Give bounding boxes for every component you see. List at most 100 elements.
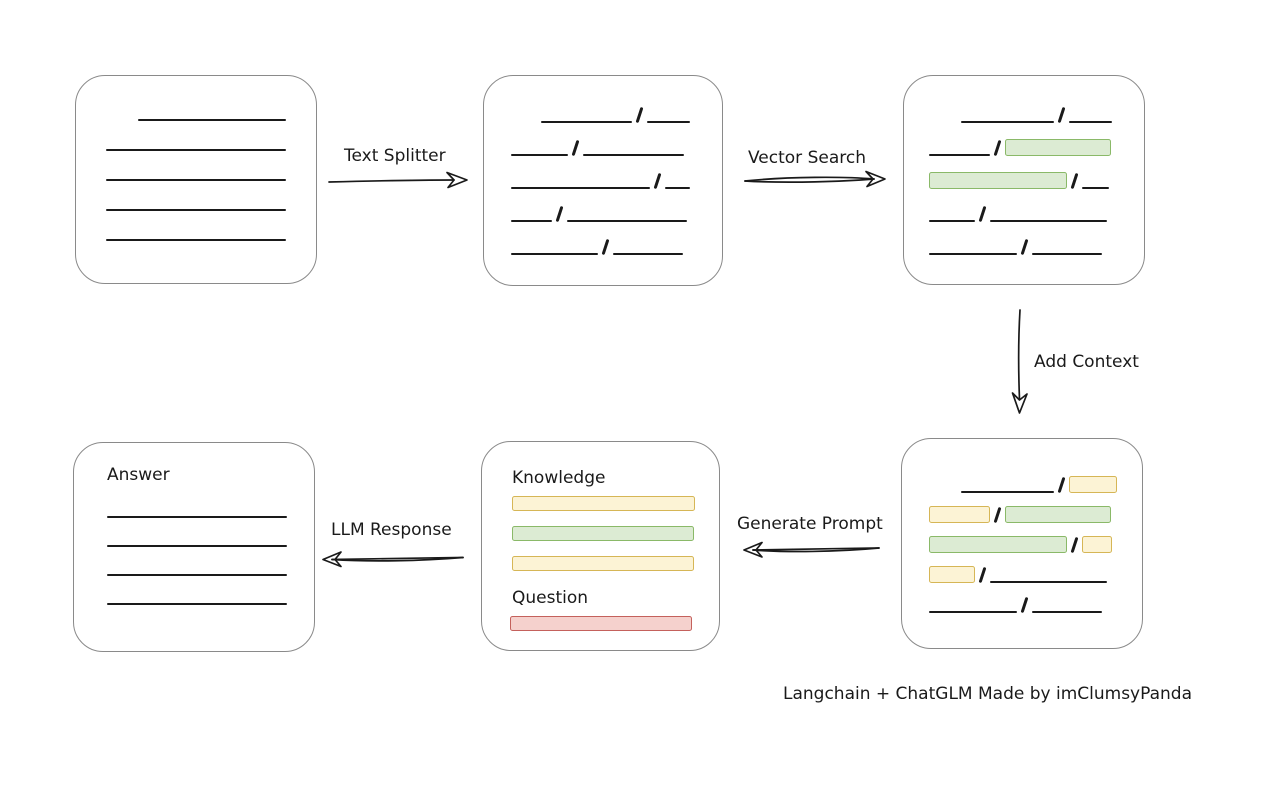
text-line: [138, 119, 286, 121]
text-line: [961, 491, 1054, 493]
text-line: [990, 581, 1107, 583]
yellow-highlight-chip: [929, 566, 975, 583]
text-line: [1032, 253, 1102, 255]
prompt-node: Knowledge Question: [481, 441, 720, 651]
segment-row: [107, 556, 287, 576]
text-line: [647, 121, 690, 123]
text-line: [1082, 187, 1109, 189]
segment-row: [106, 131, 286, 151]
llm-response-arrow: [322, 551, 464, 568]
document-node: [75, 75, 317, 284]
segment-row: [511, 136, 690, 157]
answer-node: Answer: [73, 442, 315, 652]
green-highlight-chip: [512, 526, 694, 541]
segment-row: [511, 103, 690, 124]
segment-row: [929, 136, 1112, 157]
slash-separator: [601, 238, 610, 256]
text-line: [106, 149, 286, 151]
yellow-highlight-chip: [512, 496, 695, 511]
segment-row: [929, 169, 1112, 190]
llm-response-label: LLM Response: [331, 520, 452, 540]
context-result-node: [901, 438, 1143, 649]
text-line: [990, 220, 1107, 222]
document-lines: [106, 101, 286, 241]
text-line: [929, 611, 1017, 613]
split-text-node: [483, 75, 723, 286]
generate-prompt-arrow: [743, 541, 880, 558]
segment-row: [929, 202, 1112, 223]
text-line: [1032, 611, 1102, 613]
green-highlight-chip: [929, 536, 1067, 553]
text-line: [107, 545, 287, 547]
segment-row: [512, 556, 695, 571]
green-highlight-chip: [1005, 139, 1111, 156]
text-line: [583, 154, 684, 156]
slash-separator: [1057, 476, 1066, 494]
text-line: [107, 603, 287, 605]
text-line: [511, 187, 650, 189]
text-line: [929, 253, 1017, 255]
vector-result-node: [903, 75, 1145, 285]
text-line: [106, 239, 286, 241]
context-result-rows: [929, 473, 1117, 614]
slash-separator: [978, 566, 987, 584]
text-line: [107, 516, 287, 518]
question-label: Question: [512, 588, 589, 608]
knowledge-bars: [512, 496, 695, 571]
segment-row: [512, 526, 695, 541]
segment-row: [107, 585, 287, 605]
text-splitter-label: Text Splitter: [344, 146, 446, 166]
segment-row: [929, 593, 1117, 614]
segment-row: [929, 563, 1117, 584]
segment-row: [106, 101, 286, 121]
segment-row: [106, 191, 286, 211]
yellow-highlight-chip: [512, 556, 694, 571]
yellow-highlight-chip: [929, 506, 990, 523]
slash-separator: [1020, 238, 1029, 256]
text-splitter-arrow: [328, 171, 468, 189]
text-line: [107, 574, 287, 576]
segment-row: [929, 473, 1117, 494]
segment-row: [929, 503, 1117, 524]
text-line: [665, 187, 690, 189]
yellow-highlight-chip: [1082, 536, 1112, 553]
segment-row: [929, 103, 1112, 124]
text-line: [929, 220, 975, 222]
slash-separator: [555, 205, 564, 223]
split-text-rows: [511, 103, 690, 256]
slash-separator: [1070, 172, 1079, 190]
text-line: [511, 220, 552, 222]
text-line: [511, 154, 568, 156]
segment-row: [511, 169, 690, 190]
add-context-label: Add Context: [1034, 352, 1139, 372]
segment-row: [929, 533, 1117, 554]
vector-search-label: Vector Search: [748, 148, 866, 168]
segment-row: [511, 202, 690, 223]
text-line: [106, 209, 286, 211]
text-line: [961, 121, 1054, 123]
segment-row: [107, 527, 287, 547]
segment-row: [511, 235, 690, 256]
generate-prompt-label: Generate Prompt: [737, 514, 883, 534]
answer-label: Answer: [107, 465, 170, 485]
text-line: [613, 253, 683, 255]
segment-row: [512, 496, 695, 511]
slash-separator: [993, 139, 1002, 157]
vector-result-rows: [929, 103, 1112, 256]
segment-row: [106, 161, 286, 181]
green-highlight-chip: [1005, 506, 1111, 523]
slash-separator: [653, 172, 662, 190]
text-line: [567, 220, 687, 222]
text-line: [106, 179, 286, 181]
text-line: [541, 121, 632, 123]
segment-row: [510, 616, 692, 631]
yellow-highlight-chip: [1069, 476, 1117, 493]
text-line: [929, 154, 990, 156]
add-context-arrow: [1011, 309, 1028, 414]
knowledge-label: Knowledge: [512, 468, 606, 488]
text-line: [1069, 121, 1112, 123]
slash-separator: [1057, 106, 1066, 124]
red-highlight-chip: [510, 616, 692, 631]
segment-row: [929, 235, 1112, 256]
